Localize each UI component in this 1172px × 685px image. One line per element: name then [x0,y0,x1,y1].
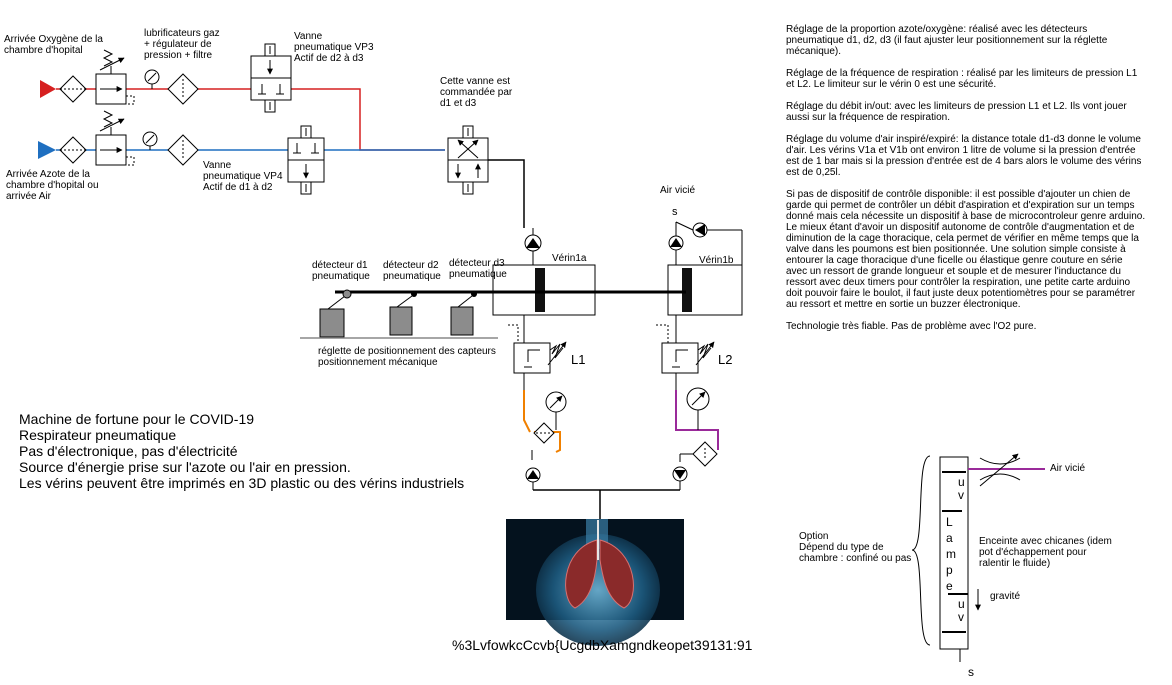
l2-label: L2 [718,352,733,367]
nitrogen-filter-regulator [59,110,199,166]
detector-d2 [389,291,417,336]
air-vicie-right-label: Air vicié [1050,463,1086,474]
note-paragraph: Technologie très fiable. Pas de problème… [786,321,1037,332]
valve-vp4 [287,125,325,195]
valve-to-cylinder-line [488,159,525,228]
description-line: Respirateur pneumatique [19,427,177,443]
s-bottom-label: s [968,665,974,679]
l1-label: L1 [571,352,586,367]
uv-top-label: u v [958,475,965,502]
uv-enclosure [911,453,1045,662]
lungs-image [506,519,684,646]
controlled-valve [447,125,489,195]
limiter-l1 [508,315,567,390]
note-paragraph: Réglage de la proportion azote/oxygène: … [786,24,1108,57]
footer-code: %3LvfowkcCcvb{UcgdbXamgndkeopet39131:91 [452,637,753,653]
oxygen-filter-regulator [59,49,199,105]
note-paragraph: Réglage du volume d'air inspiré/expiré: … [786,134,1142,178]
verin1b-label: Vérin1b [699,255,734,266]
description-line: Machine de fortune pour le COVID-19 [19,411,255,427]
lubricators-label: lubrificateurs gaz + régulateur de press… [144,28,220,61]
uv-bottom-label: u v [958,597,965,624]
lampe-label: L a m p e [946,515,956,593]
oxygen-inlet-label: Arrivée Oxygène de la chambre d'hopital [4,34,103,56]
purple-branch [672,387,719,490]
description-line: Source d'énergie prise sur l'azote ou l'… [19,459,351,475]
note-paragraph: Réglage du débit in/out: avec les limite… [786,101,1127,123]
controlled-valve-label: Cette vanne est commandée par d1 et d3 [440,76,513,109]
note-paragraph: Réglage de la fréquence de respiration :… [786,68,1138,90]
orange-branch [523,390,567,490]
cylinder-verin1b [667,221,743,316]
oxygen-inlet-arrow [40,80,56,98]
detector-d2-label: détecteur d2 pneumatique [383,260,441,282]
verin1a-label: Vérin1a [552,253,587,264]
description-block: Machine de fortune pour le COVID-19 Resp… [19,411,464,491]
detector-d3-label: détecteur d3 pneumatique [449,258,507,280]
valve-vp4-label: Vanne pneumatique VP4 Actif de d1 à d2 [203,160,283,193]
limiter-l2 [656,315,715,390]
note-paragraph: Si pas de dispositif de contrôle disponi… [786,189,1146,310]
detector-d1 [319,289,352,338]
notes-panel: Réglage de la proportion azote/oxygène: … [786,24,1146,343]
gravite-label: gravité [990,591,1021,602]
valve-vp3-label: Vanne pneumatique VP3 Actif de d2 à d3 [294,31,374,64]
description-line: Pas d'électronique, pas d'électricité [19,443,238,459]
detector-d3 [450,291,477,336]
detector-d1-label: détecteur d1 pneumatique [312,260,370,282]
description-line: Les vérins peuvent être imprimés en 3D p… [19,475,465,491]
enceinte-label: Enceinte avec chicanes (idem pot d'échap… [979,536,1112,569]
reglette-label: réglette de positionnement des capteurs … [318,346,496,368]
s-top-label: s [672,206,678,218]
nitrogen-inlet-label: Arrivée Azote de la chambre d'hopital ou… [6,169,99,202]
nitrogen-inlet-arrow [38,141,56,159]
option-label: Option Dépend du type de chambre : confi… [799,531,912,564]
air-vicie-top-label: Air vicié [660,185,696,196]
cylinder-verin1a [492,228,596,316]
valve-vp3 [250,43,292,113]
